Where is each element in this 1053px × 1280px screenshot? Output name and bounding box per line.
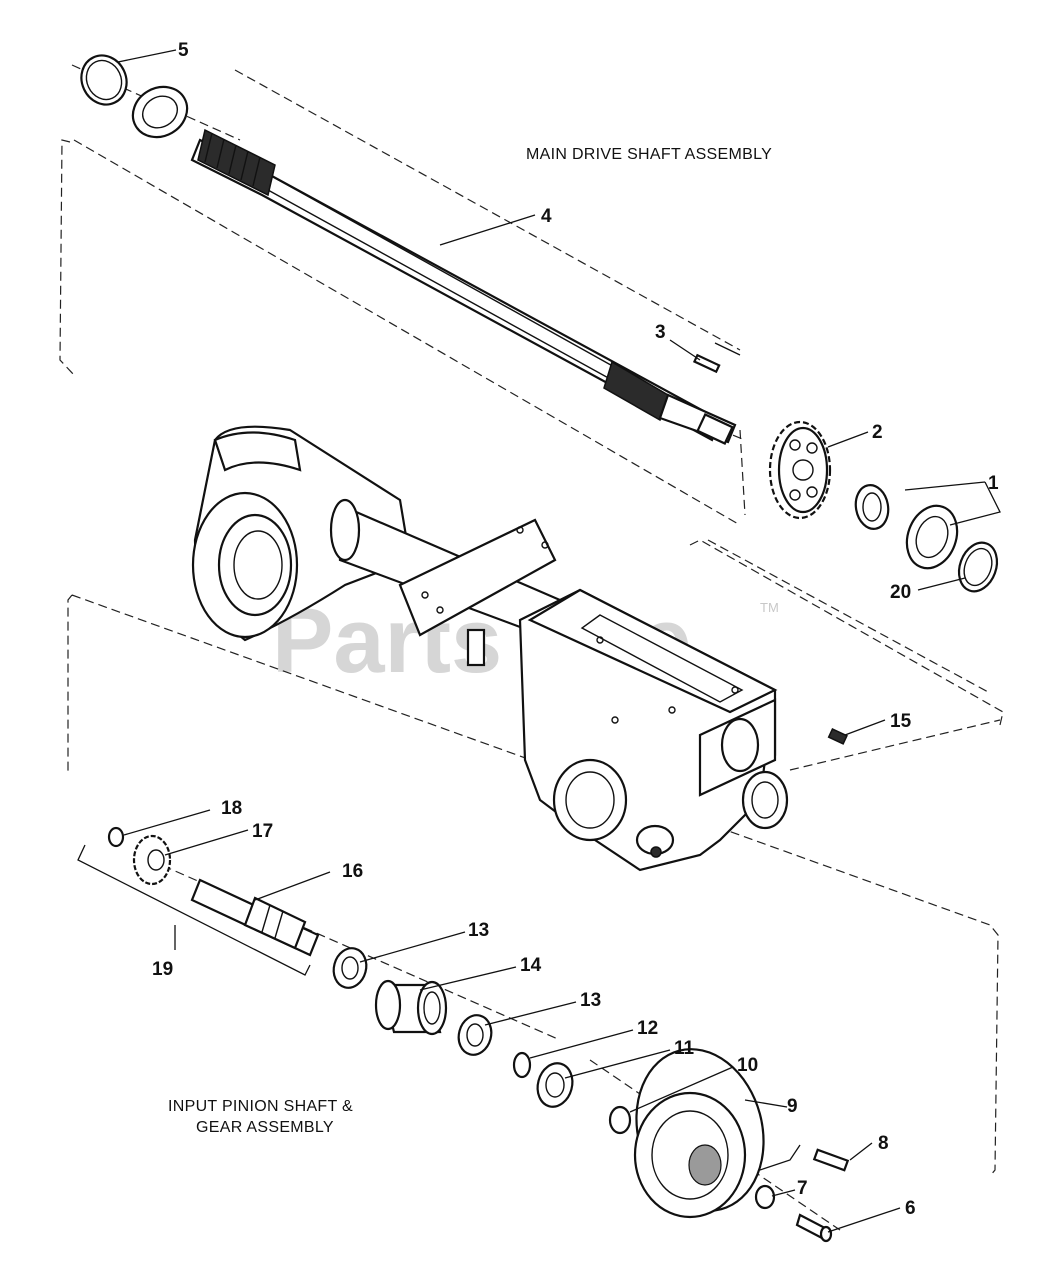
set-screw-part [827, 727, 848, 745]
pinion-bearing-part [536, 1062, 574, 1108]
small-retaining-ring-part [107, 826, 125, 848]
callout-13-lower: 13 [580, 990, 601, 1011]
callout-20: 20 [890, 582, 911, 603]
callout-19: 19 [152, 959, 173, 980]
callout-17: 17 [252, 821, 273, 842]
callout-10: 10 [737, 1055, 758, 1076]
main-drive-assembly-boundary [59, 69, 1004, 726]
callout-11: 11 [674, 1038, 695, 1059]
callout-7: 7 [797, 1178, 808, 1199]
bearing-cup-part [131, 85, 189, 139]
input-pinion-caption-line2: GEAR ASSEMBLY [196, 1119, 334, 1136]
pinion-gear-part [132, 834, 172, 886]
callout-3: 3 [655, 322, 666, 343]
callout-4: 4 [541, 206, 552, 227]
main-drive-caption: MAIN DRIVE SHAFT ASSEMBLY [526, 146, 772, 163]
input-pinion-caption-line1: INPUT PINION SHAFT & [168, 1098, 353, 1115]
key-part [692, 353, 721, 374]
callout-5: 5 [178, 40, 189, 61]
thrust-washer-lower-part [457, 1014, 493, 1056]
input-pinion-shaft-part [190, 878, 320, 957]
callout-14: 14 [520, 955, 542, 976]
callout-16: 16 [342, 861, 363, 882]
bearing-part [854, 484, 959, 570]
watermark-trademark: TM [760, 600, 779, 615]
callout-18: 18 [221, 798, 242, 819]
gear-part [768, 420, 832, 520]
callout-8: 8 [878, 1133, 889, 1154]
callout-12: 12 [637, 1018, 658, 1039]
callout-2: 2 [872, 422, 883, 443]
pulley-washer-part [608, 1105, 632, 1135]
thrust-washer-upper-part [332, 947, 368, 989]
callout-6: 6 [905, 1198, 916, 1219]
pulley-key-part [812, 1148, 850, 1172]
bushing-part [374, 979, 448, 1036]
retaining-ring-part [957, 541, 999, 593]
main-drive-shaft-part [190, 128, 737, 445]
clip-part [512, 1051, 532, 1079]
callout-1: 1 [988, 473, 999, 494]
callout-leaders [77, 49, 1001, 1233]
pulley-bolt-washer-part [754, 1184, 776, 1210]
snap-ring-part [80, 54, 128, 106]
callout-13-upper: 13 [468, 920, 489, 941]
transmission-case-part [518, 588, 789, 872]
callout-15: 15 [890, 711, 912, 732]
pulley-bolt-part [795, 1213, 833, 1243]
pulley-part [633, 1048, 765, 1219]
callout-9: 9 [787, 1096, 798, 1117]
axle-housing-part [191, 425, 562, 667]
